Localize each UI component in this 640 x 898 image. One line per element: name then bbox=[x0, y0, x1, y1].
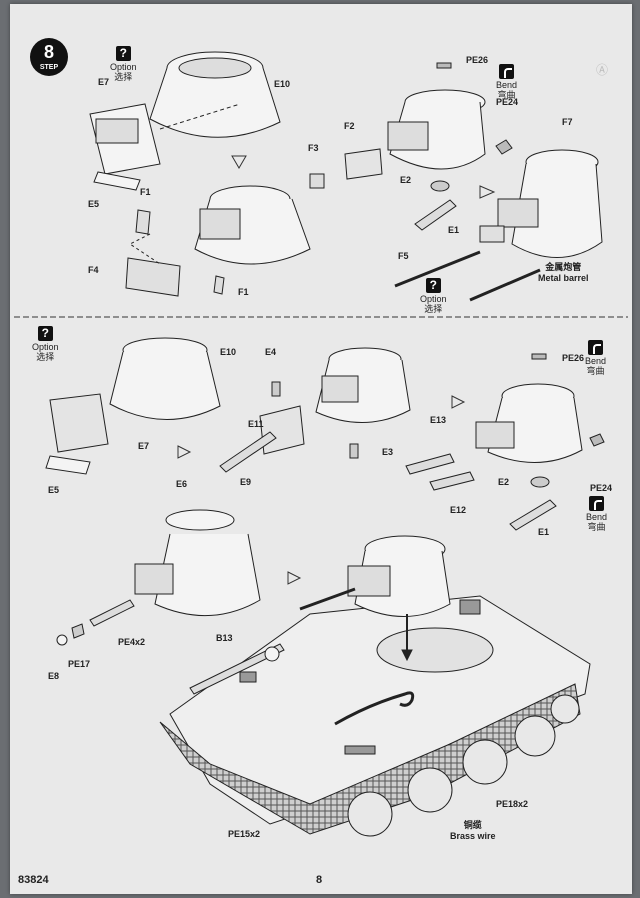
part-label: F2 bbox=[344, 121, 355, 131]
part-label: PE26 bbox=[562, 353, 585, 363]
part-label: E1 bbox=[538, 527, 550, 537]
arrow-down-icon bbox=[231, 155, 247, 169]
option-label-cn: 选择 bbox=[36, 352, 55, 363]
part-label: E3 bbox=[382, 447, 394, 457]
option-label-cn: 选择 bbox=[424, 304, 443, 315]
option-marker-top: ? Option 选择 bbox=[110, 46, 137, 83]
bend-marker-lower: Bend 弯曲 bbox=[586, 496, 607, 533]
option-label: Option bbox=[110, 62, 137, 72]
part-label: PE26 bbox=[466, 55, 489, 65]
brass-wire-cn: 铜缆 bbox=[463, 820, 482, 830]
part-label: E11 bbox=[248, 419, 264, 429]
brass-wire-note: 铜缆 Brass wire bbox=[450, 820, 496, 842]
part-label: E8 bbox=[48, 671, 60, 681]
part-label: E2 bbox=[400, 175, 412, 185]
question-icon: ? bbox=[115, 46, 131, 61]
metal-barrel-en: Metal barrel bbox=[538, 272, 589, 283]
metal-barrel-note: 金属炮管 Metal barrel bbox=[538, 262, 589, 284]
part-label: F1 bbox=[238, 287, 249, 297]
turret-option-b-parts bbox=[309, 62, 541, 302]
option-label-cn: 选择 bbox=[114, 72, 133, 83]
instruction-page: Ⓐ 8 STEP ? Option 选择 ? Option 选择 ? Optio… bbox=[10, 4, 632, 894]
turret-option-a-parts bbox=[89, 51, 281, 191]
page-number: 8 bbox=[316, 874, 323, 886]
arrow-right-icon bbox=[451, 395, 466, 409]
part-label: E2 bbox=[498, 477, 510, 487]
turret-assembled-a bbox=[125, 185, 311, 297]
bend-icon bbox=[499, 64, 515, 79]
turret-assembled-mid bbox=[405, 353, 605, 531]
option-marker-lower: ? Option 选择 bbox=[32, 326, 59, 363]
bend-label-cn: 弯曲 bbox=[497, 90, 516, 101]
part-label: PE17 bbox=[68, 659, 91, 669]
part-label: PE18x2 bbox=[496, 799, 529, 809]
part-label: E7 bbox=[138, 441, 150, 451]
bend-label: Bend bbox=[496, 80, 518, 90]
part-label: E4 bbox=[265, 347, 277, 357]
product-code: 83824 bbox=[18, 874, 49, 886]
arrow-right-icon bbox=[287, 571, 302, 585]
part-label: E1 bbox=[448, 225, 460, 235]
part-label: E10 bbox=[220, 347, 237, 357]
part-label: PE4x2 bbox=[118, 637, 146, 647]
question-icon: ? bbox=[425, 278, 441, 293]
step-badge: 8 STEP bbox=[30, 38, 68, 76]
turret-final-parts bbox=[56, 509, 261, 646]
part-label: E12 bbox=[450, 505, 467, 515]
arrow-right-icon bbox=[479, 185, 496, 199]
tank-hull bbox=[159, 535, 591, 837]
bend-icon bbox=[588, 340, 604, 355]
part-label: PE24 bbox=[590, 483, 613, 493]
part-label: E6 bbox=[176, 479, 188, 489]
option-marker-mid: ? Option 选择 bbox=[420, 278, 447, 315]
bend-marker-mid: Bend 弯曲 bbox=[585, 340, 606, 377]
question-icon: ? bbox=[37, 326, 53, 341]
part-label: F5 bbox=[398, 251, 409, 261]
step-number: 8 bbox=[43, 42, 54, 62]
bend-label: Bend bbox=[586, 512, 608, 522]
turret-option-mid-parts bbox=[45, 337, 221, 475]
bend-icon bbox=[589, 496, 605, 511]
step-label: STEP bbox=[39, 64, 59, 71]
part-label: F1 bbox=[140, 187, 151, 197]
part-label: E13 bbox=[430, 415, 447, 425]
svg-text:Ⓐ: Ⓐ bbox=[596, 63, 608, 77]
metal-barrel-cn: 金属炮管 bbox=[545, 262, 582, 272]
option-label: Option bbox=[420, 294, 447, 304]
bend-label-cn: 弯曲 bbox=[587, 522, 606, 533]
part-label: PE15x2 bbox=[228, 829, 261, 839]
part-label: E5 bbox=[88, 199, 100, 209]
part-label: F3 bbox=[308, 143, 319, 153]
arrow-right-icon bbox=[177, 445, 192, 459]
part-label: PE24 bbox=[496, 97, 519, 107]
part-label: E7 bbox=[98, 77, 110, 87]
bend-marker-top: Bend 弯曲 bbox=[496, 64, 517, 101]
assembly-drawings: Ⓐ bbox=[14, 51, 628, 837]
part-label: F4 bbox=[88, 265, 99, 275]
part-label: F7 bbox=[562, 117, 573, 127]
part-label: B13 bbox=[216, 633, 233, 643]
gun-mount-parts bbox=[219, 347, 411, 473]
brass-wire-en: Brass wire bbox=[450, 830, 496, 841]
part-label: E10 bbox=[274, 79, 291, 89]
part-label: E9 bbox=[240, 477, 252, 487]
bend-label-cn: 弯曲 bbox=[586, 366, 605, 377]
turret-assembled-b bbox=[479, 149, 603, 258]
option-label: Option bbox=[32, 342, 59, 352]
part-label: E5 bbox=[48, 485, 60, 495]
bend-label: Bend bbox=[585, 356, 607, 366]
